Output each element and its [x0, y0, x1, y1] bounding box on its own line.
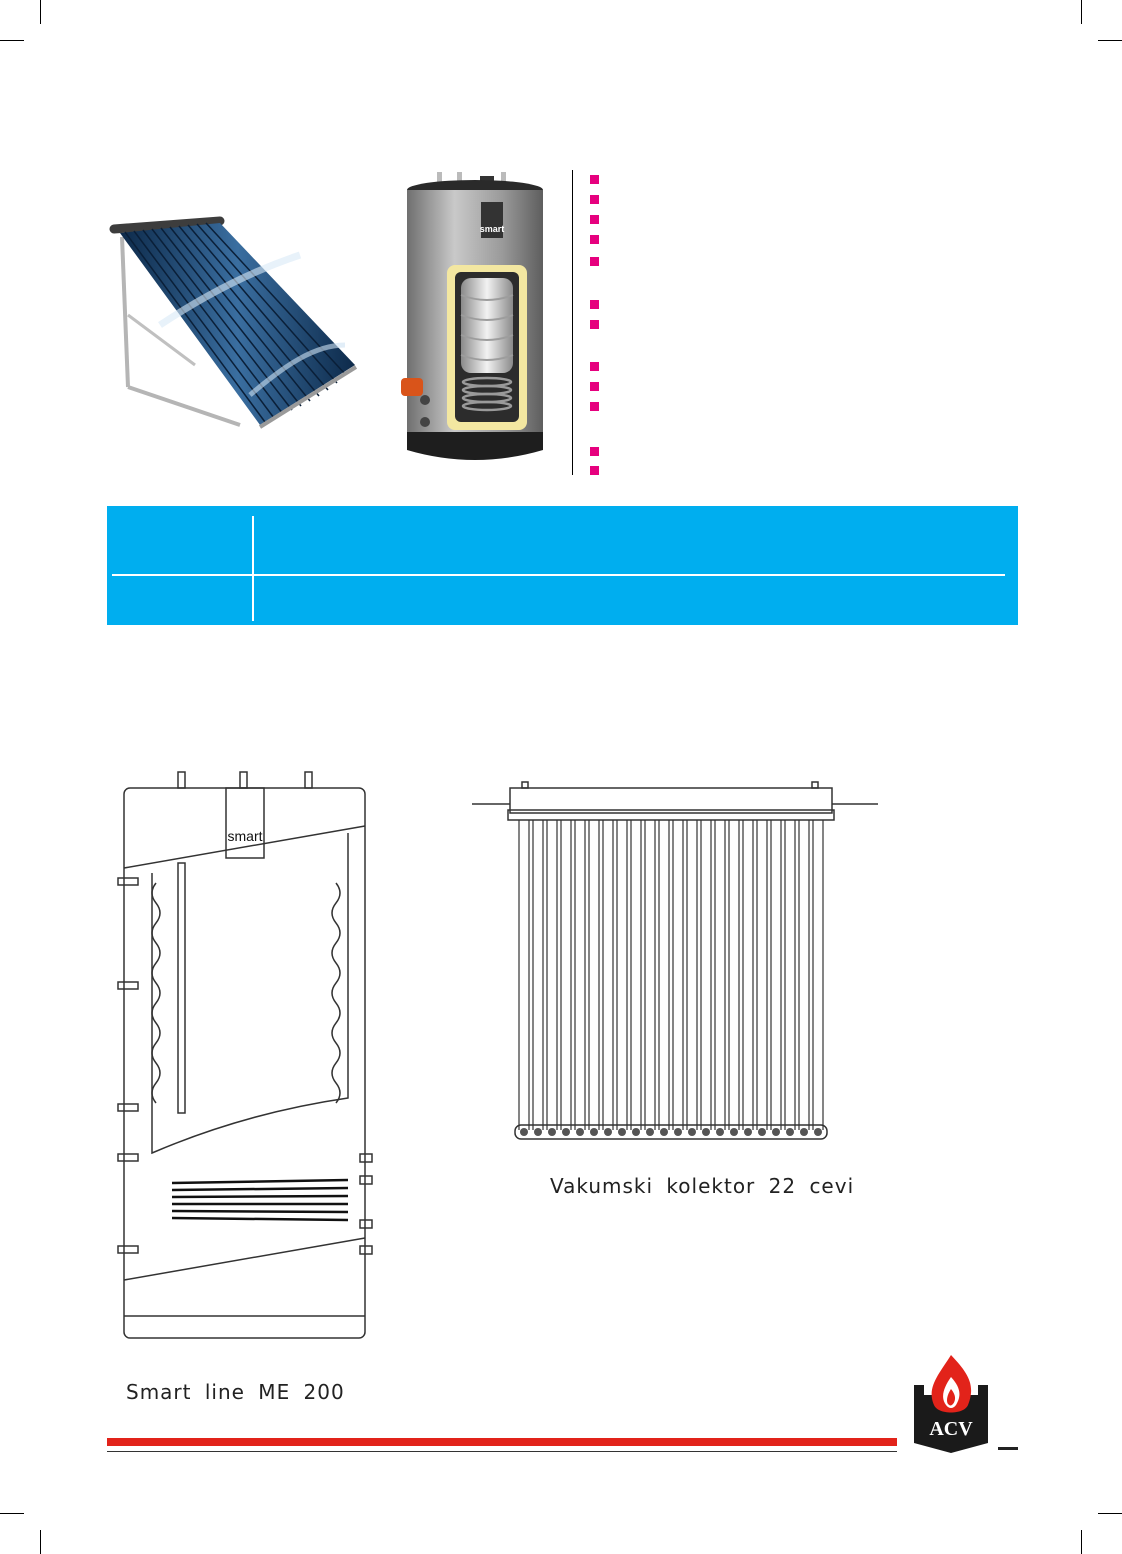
- bullet-marker: [590, 195, 599, 204]
- bullet-marker: [590, 382, 599, 391]
- bullet-marker: [590, 235, 599, 244]
- crop-mark: [0, 40, 24, 41]
- bullet-marker: [590, 447, 599, 456]
- spec-table-band: [107, 506, 1018, 625]
- boiler-caption: Smart line ME 200: [126, 1380, 345, 1404]
- boiler-technical-drawing: smart: [117, 771, 373, 1339]
- footer-rule-red: [107, 1438, 897, 1446]
- footer-rule-dark: [107, 1451, 897, 1452]
- bullet-marker: [590, 300, 599, 309]
- bullet-marker: [590, 215, 599, 224]
- crop-mark: [40, 1530, 41, 1554]
- acv-logo: ACV: [914, 1355, 988, 1453]
- collector-technical-drawing: [472, 781, 878, 1140]
- band-column-divider: [252, 516, 254, 621]
- crop-mark: [0, 1513, 24, 1514]
- footer-dash: [998, 1447, 1018, 1450]
- divider-line: [572, 170, 573, 475]
- crop-mark: [1081, 1530, 1082, 1554]
- boiler-brand-label: smart: [480, 224, 505, 234]
- crop-mark: [1081, 0, 1082, 24]
- collector-caption: Vakumski kolektor 22 cevi: [550, 1174, 855, 1198]
- bullet-marker: [590, 362, 599, 371]
- acv-logo-text: ACV: [929, 1418, 973, 1440]
- drawing-brand-label: smart: [228, 828, 263, 844]
- solar-collector-photo: [109, 216, 358, 429]
- bullet-marker: [590, 257, 599, 266]
- bullet-marker: [590, 175, 599, 184]
- boiler-photo: smart: [401, 172, 543, 460]
- bullet-marker: [590, 466, 599, 475]
- crop-mark: [1098, 1513, 1122, 1514]
- crop-mark: [40, 0, 41, 24]
- band-row-divider: [112, 574, 1005, 576]
- bullet-marker: [590, 320, 599, 329]
- bullet-marker: [590, 402, 599, 411]
- crop-mark: [1098, 40, 1122, 41]
